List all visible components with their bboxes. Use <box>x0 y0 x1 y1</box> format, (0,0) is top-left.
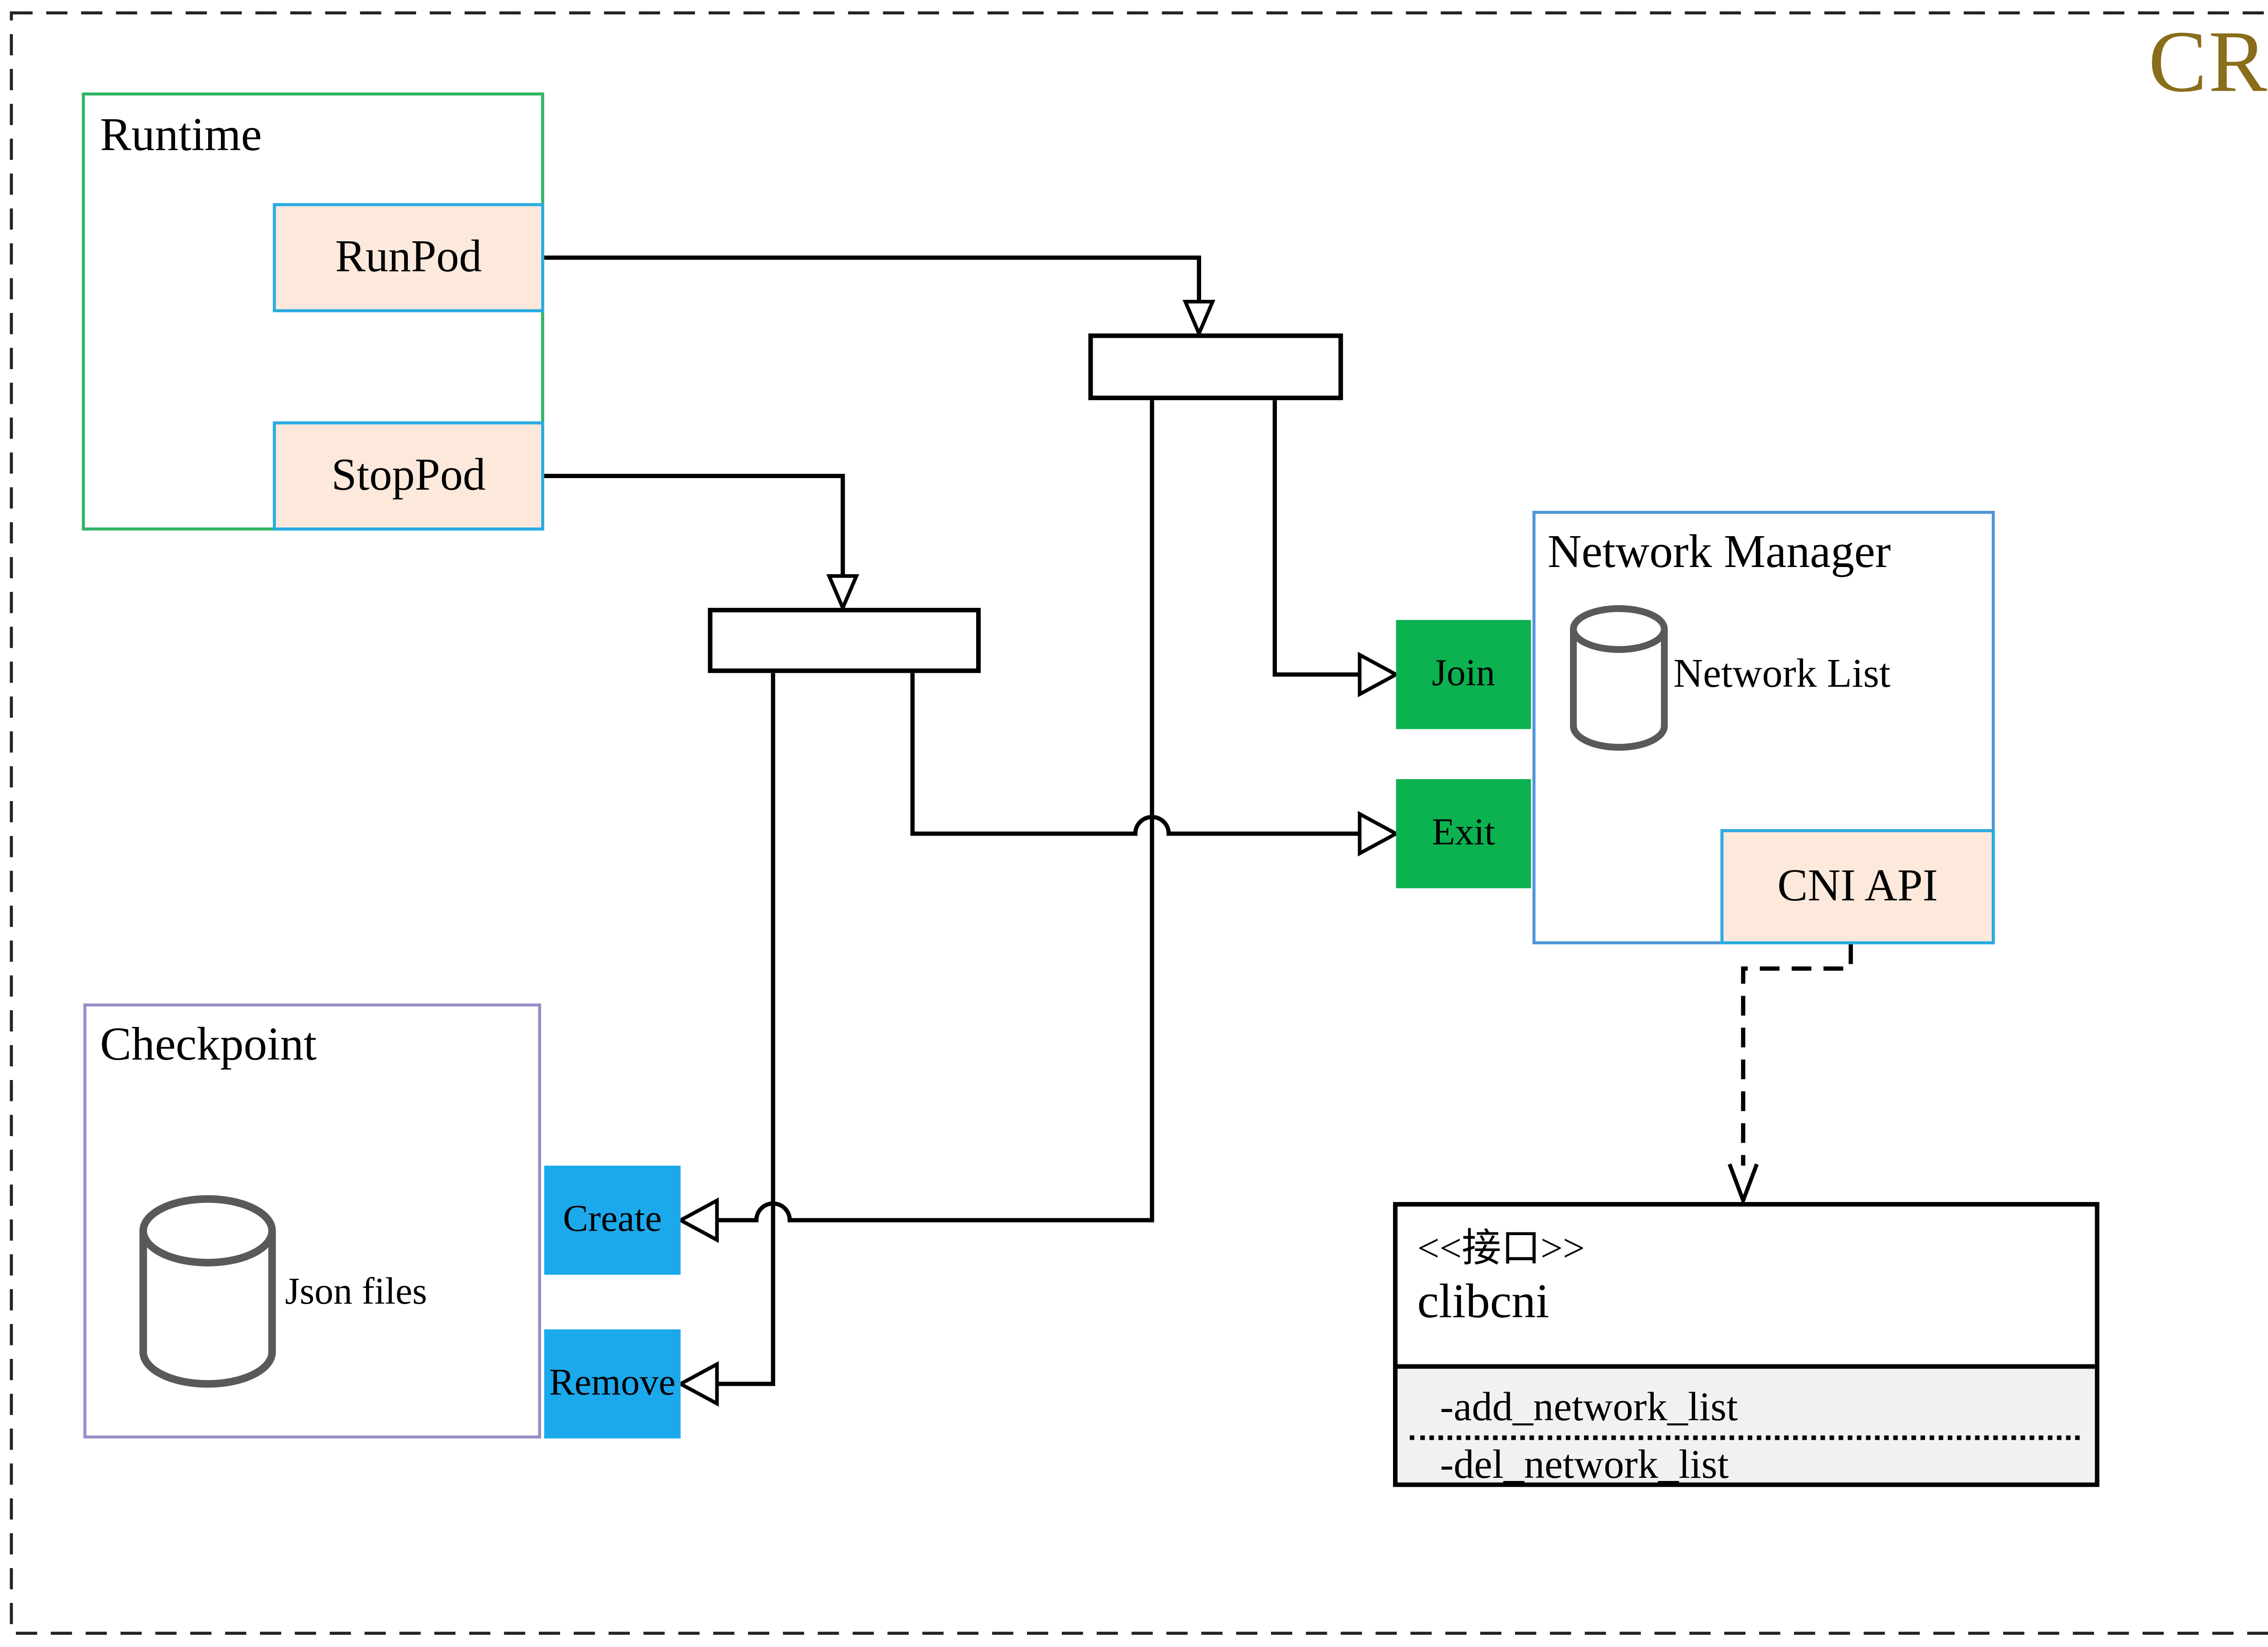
cniapi-to-clibcni-dashed-connector <box>1727 944 1853 1206</box>
clibcni-method-del-network-list: -del_network_list <box>1440 1441 1729 1487</box>
clibcni-stereotype: <<接口>> <box>1417 1226 1585 1271</box>
create-box: Create <box>544 1165 681 1275</box>
create-label: Create <box>563 1199 662 1240</box>
open-arrowhead-right-icon <box>1358 651 1400 698</box>
junction-box-stoppod <box>708 608 981 673</box>
cni-api-box: CNI API <box>1720 829 1995 944</box>
json-files-database-cylinder-icon <box>139 1195 276 1388</box>
open-arrowhead-left-icon <box>677 1197 719 1243</box>
clibcni-name: clibcni <box>1417 1273 1549 1328</box>
junction2-to-remove-connector <box>677 673 775 1407</box>
join-box: Join <box>1396 620 1531 729</box>
runpod-box: RunPod <box>273 203 544 313</box>
open-arrowhead-down-icon <box>826 574 860 613</box>
exit-label: Exit <box>1432 812 1496 854</box>
json-files-label: Json files <box>285 1271 427 1313</box>
open-arrowhead-down-icon <box>1183 299 1216 338</box>
remove-box: Remove <box>544 1329 681 1439</box>
runpod-to-junction1-connector <box>544 255 1216 338</box>
remove-label: Remove <box>549 1363 676 1404</box>
checkpoint-label: Checkpoint <box>100 1017 317 1070</box>
runpod-label: RunPod <box>335 232 482 282</box>
exit-box: Exit <box>1396 779 1531 889</box>
junction1-to-create-connector <box>677 400 1154 1243</box>
clibcni-methods-section: -add_network_list -del_network_list <box>1398 1364 2095 1487</box>
methods-dotted-divider <box>1409 1435 2080 1440</box>
runtime-label: Runtime <box>100 108 262 161</box>
stoppod-box: StopPod <box>273 421 544 531</box>
junction2-to-exit-connector <box>910 673 1400 857</box>
clibcni-interface-box: <<接口>> clibcni -add_network_list -del_ne… <box>1393 1202 2100 1487</box>
join-label: Join <box>1432 653 1496 694</box>
junction-box-runpod <box>1088 333 1343 401</box>
network-list-label: Network List <box>1673 650 1891 696</box>
network-list-database-cylinder-icon <box>1570 605 1668 751</box>
diagram-title: CRI <box>2148 12 2268 111</box>
open-arrowhead-right-icon <box>1358 811 1400 857</box>
clibcni-method-add-network-list: -add_network_list <box>1440 1383 1738 1430</box>
open-arrowhead-left-icon <box>677 1361 719 1407</box>
stoppod-to-junction2-connector <box>544 474 860 613</box>
junction1-to-join-connector <box>1272 400 1400 698</box>
network-manager-label: Network Manager <box>1547 524 1891 578</box>
stoppod-label: StopPod <box>331 450 486 500</box>
outer-dashed-border <box>10 11 2268 1635</box>
cni-api-label: CNI API <box>1777 861 1938 911</box>
clibcni-header-section: <<接口>> clibcni <box>1398 1206 2095 1364</box>
vee-arrowhead-down-icon <box>1727 1163 1759 1206</box>
